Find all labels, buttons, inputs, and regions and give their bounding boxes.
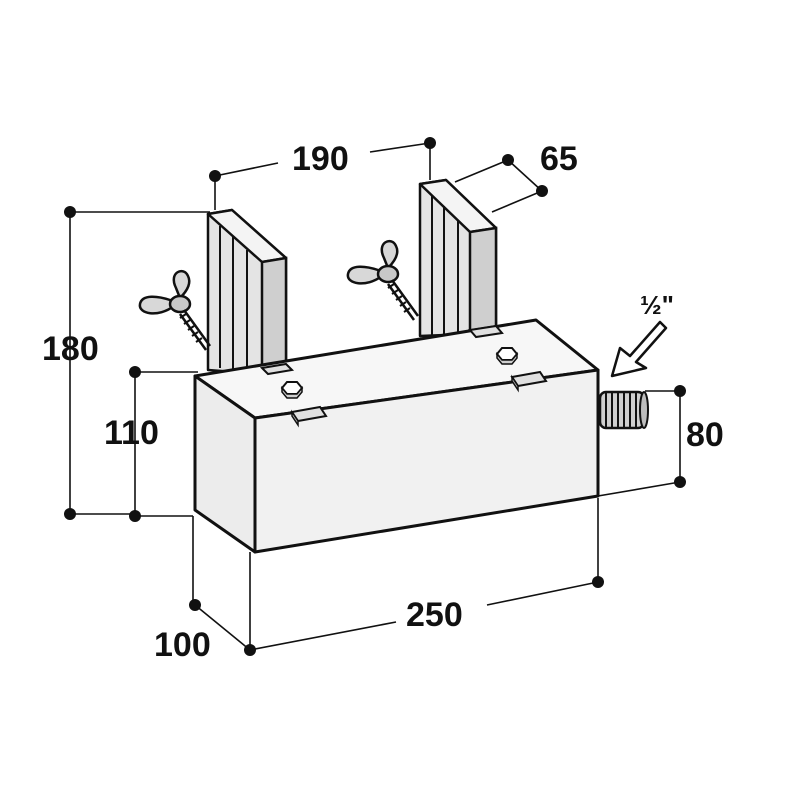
dim-label-length: 250 xyxy=(406,596,463,634)
dim-label-overall-height: 180 xyxy=(42,330,99,368)
dim-label-body-height: 110 xyxy=(104,414,159,452)
bracket-right xyxy=(418,178,498,338)
hex-nut-icon xyxy=(495,347,519,365)
bracket-left xyxy=(206,208,295,376)
dim-label-bracket-spacing: 190 xyxy=(292,140,349,178)
threaded-connector xyxy=(598,390,649,430)
wing-nut-icon xyxy=(346,239,420,321)
hex-nut-icon xyxy=(280,381,304,399)
dimension-lines xyxy=(64,137,686,656)
dim-label-depth: 100 xyxy=(154,626,211,664)
dim-label-thread-height: 80 xyxy=(686,416,724,454)
dim-label-thread-size: ½" xyxy=(640,290,674,320)
wing-nut-icon xyxy=(138,269,212,351)
dim-label-bracket-width: 65 xyxy=(540,140,578,178)
arrow-icon xyxy=(610,320,668,378)
